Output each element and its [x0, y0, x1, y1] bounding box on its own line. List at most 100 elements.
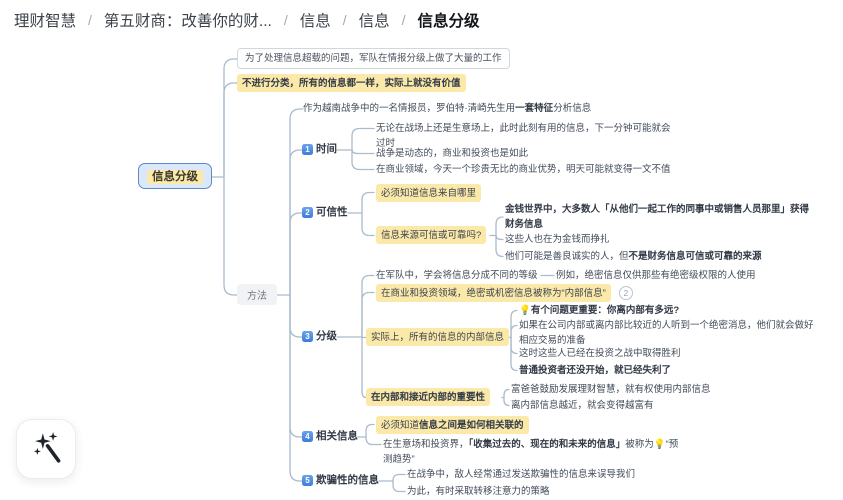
magic-wand-button[interactable]: [16, 419, 76, 479]
number-2-icon: 2: [302, 207, 313, 218]
connector-line: [361, 274, 375, 338]
breadcrumb-item-3[interactable]: 信息: [299, 13, 331, 30]
connector-line: [289, 212, 303, 296]
related-c1-text: 必须知道: [381, 419, 420, 431]
connector-line: [365, 436, 382, 446]
connector-line: [223, 58, 238, 178]
connector-line: [361, 191, 375, 214]
node-time-c3[interactable]: 在商业领域，今天一个珍贵无比的商业优势，明天可能就变得一文不值: [376, 164, 671, 175]
branch-related-label: 相关信息: [316, 430, 358, 442]
node-method[interactable]: 方法: [237, 284, 277, 305]
node-time-c1[interactable]: 无论在战场上还是生意场上，此时此刻有用的信息，下一分钟可能就会过时: [376, 123, 671, 149]
node-deceptive-c2[interactable]: 为此，有时采取转移注意力的策略: [407, 486, 550, 497]
node-grading-q3[interactable]: 这时这些人已经在投资之战中取得胜利: [519, 348, 681, 359]
node-grading-r1[interactable]: 富爸爸鼓励发展理财智慧，就有权使用内部信息: [511, 384, 711, 395]
breadcrumb-item-2[interactable]: 第五财商：改善你的财...: [103, 13, 272, 30]
branch-grading-label: 分级: [316, 330, 337, 342]
node-credibility-g1[interactable]: 金钱世界中，大多数人「从他们一起工作的同事中或销售人员那里」获得财务信息: [505, 204, 810, 230]
connector-line: [289, 108, 304, 296]
node-time-c2[interactable]: 战争是动态的，商业和投资也是如此: [376, 148, 529, 159]
connector-line: [289, 294, 303, 438]
breadcrumb-separator: /: [88, 12, 92, 28]
g3-text-bold: 不是财务信息可信或可靠的来源: [628, 251, 762, 262]
connector-line: [289, 294, 303, 482]
magic-wand-icon: [33, 432, 61, 463]
node-grading-business[interactable]: 在商业和投资领域，绝密或机密信息被称为“内部信息”2: [376, 284, 633, 302]
intro-text: 分析信息: [553, 103, 592, 114]
related-c2-text: 在生意场和投资界，: [383, 439, 469, 450]
connector-line: [392, 473, 406, 482]
branch-deceptive-label: 欺骗性的信息: [316, 474, 379, 486]
number-1-icon: 1: [302, 144, 313, 155]
node-credibility-g3[interactable]: 他们可能是善良诚实的人，但不是财务信息可信或可靠的来源: [505, 249, 762, 264]
connector-line: [223, 82, 238, 178]
node-credibility-must-know[interactable]: 必须知道信息来自哪里: [376, 184, 482, 202]
related-c2-text: “预测趋势”: [383, 439, 679, 465]
number-3-icon: 3: [302, 331, 313, 342]
g3-text: 他们可能是善良诚实的人，但: [505, 251, 629, 262]
breadcrumb-separator: /: [342, 12, 347, 28]
lightbulb-icon: 💡: [519, 305, 531, 316]
connector-line: [361, 336, 367, 399]
node-related-c1[interactable]: 必须知道信息之间是如何相关联的: [376, 416, 529, 434]
connector-line: [392, 480, 406, 493]
connector-line: [503, 396, 510, 407]
connector-line: [510, 336, 518, 355]
connector-line: [223, 176, 238, 296]
intro-text: 作为越南战争中的一名情报员，罗伯特·清崎先生用: [303, 103, 516, 114]
node-intro[interactable]: 作为越南战争中的一名情报员，罗伯特·清崎先生用一套特征分析信息: [303, 101, 591, 116]
node-overload[interactable]: 为了处理信息超载的问题，军队在情报分级上做了大量的工作: [237, 48, 510, 69]
related-c1-bold: 信息之间是如何相关联的: [419, 419, 524, 431]
node-no-classify[interactable]: 不进行分类，所有的信息都一样，实际上就没有价值: [237, 74, 466, 92]
lightbulb-icon: 💡: [653, 439, 666, 450]
branch-credibility-label: 可信性: [316, 206, 348, 218]
node-credibility-question[interactable]: 信息来源可信或可靠吗?: [376, 226, 487, 244]
node-grading-q2[interactable]: 如果在公司内部或离内部比较近的人听到一个绝密消息，他们就会做好相应交易的准备: [519, 320, 814, 346]
node-grading-inside[interactable]: 实际上，所有的信息的内部信息: [366, 328, 510, 346]
connector-line: [495, 234, 504, 258]
node-grading-q4[interactable]: 普通投资者还没开始，就已经失利了: [519, 365, 672, 376]
node-grading-army[interactable]: 在军队中，学会将信息分成不同的等级: [376, 270, 538, 281]
intro-text-bold: 一套特征: [515, 103, 554, 114]
connector-line: [361, 212, 375, 237]
connector-line: [351, 127, 375, 151]
node-deceptive-c1[interactable]: 在战争中，敌人经常通过发送欺骗性的信息来误导我们: [407, 469, 636, 480]
breadcrumb: 理财智慧 / 第五财商：改善你的财... / 信息 / 信息 / 信息分级: [14, 9, 480, 31]
connector-line: [351, 149, 375, 155]
breadcrumb-separator: /: [283, 12, 288, 28]
branch-time-label: 时间: [316, 143, 337, 155]
circled-2-badge[interactable]: 2: [618, 286, 633, 300]
connector-line: [289, 149, 303, 296]
breadcrumb-item-1[interactable]: 理财智慧: [14, 13, 77, 30]
connector-line: [351, 149, 375, 171]
number-5-icon: 5: [302, 475, 313, 486]
related-c2-text: 被称为: [625, 439, 654, 450]
connector-line: [289, 294, 303, 338]
breadcrumb-item-4[interactable]: 信息: [358, 13, 390, 30]
node-grading-importance[interactable]: 在内部和接近内部的重要性: [366, 388, 491, 406]
connector-line: [495, 234, 504, 241]
connector-line: [510, 309, 518, 339]
q1-text: 有个问题更重要：你离内部有多远?: [530, 305, 680, 316]
node-related-c2[interactable]: 在生意场和投资界，「收集过去的、现在的和未来的信息」被称为💡“预测趋势”: [383, 437, 679, 467]
node-grading-q1[interactable]: 💡有个问题更重要：你离内部有多远?: [519, 303, 679, 318]
connector-line: [510, 324, 518, 339]
root-node[interactable]: 信息分级: [138, 163, 212, 189]
connector-line: [365, 423, 375, 438]
top-bar: 理财智慧 / 第五财商：改善你的财... / 信息 / 信息 / 信息分级: [0, 0, 843, 42]
node-credibility-g2[interactable]: 这些人也在为金钱而挣扎: [505, 234, 610, 245]
related-c2-bold: 「收集过去的、现在的和未来的信息」: [468, 439, 626, 450]
node-grading-r2[interactable]: 离内部信息越近，就会变得越富有: [511, 400, 654, 411]
connector-line: [510, 336, 518, 372]
node-grading-army-example[interactable]: 例如，绝密信息仅供那些有绝密级权限的人使用: [556, 270, 756, 281]
connector-line: [495, 216, 504, 237]
connector-line: [361, 291, 375, 338]
root-node-label: 信息分级: [147, 170, 203, 184]
